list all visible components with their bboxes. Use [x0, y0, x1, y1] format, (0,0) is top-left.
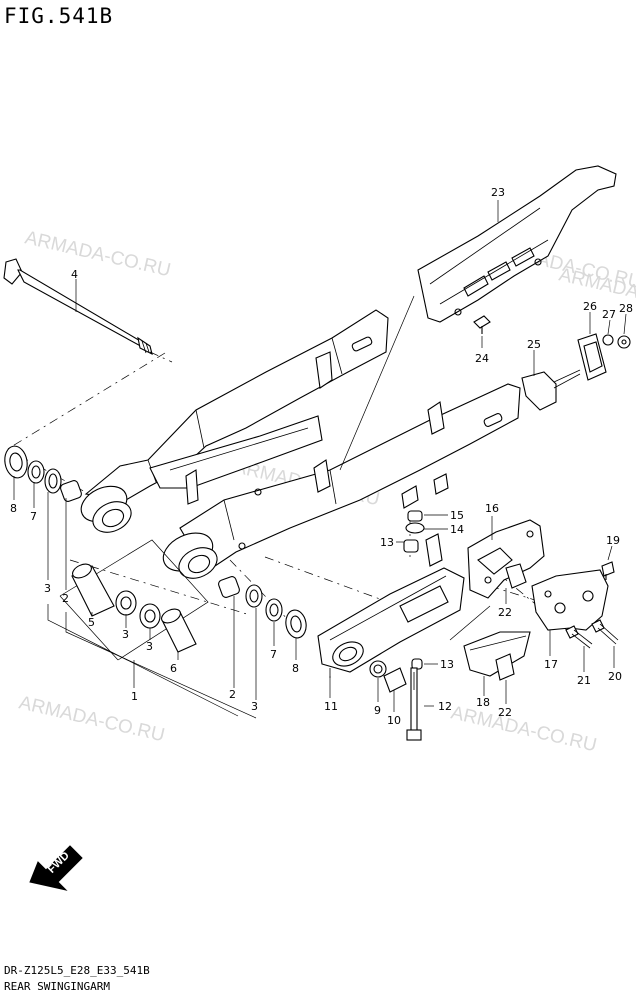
- callout-25: 25: [527, 338, 541, 351]
- callout-3: 3: [122, 628, 129, 641]
- callout-3: 3: [44, 582, 51, 595]
- chain-roller: [463, 631, 531, 681]
- watermark: ARMADA-CO.RU: [17, 692, 167, 746]
- callout-7: 7: [30, 510, 37, 523]
- callout-14: 14: [450, 523, 464, 536]
- figure-title: FIG.541B: [4, 4, 114, 28]
- callout-3: 3: [146, 640, 153, 653]
- swingarm: [80, 309, 521, 579]
- chain-guard: [417, 165, 617, 323]
- callout-26: 26: [583, 300, 597, 313]
- model-code: DR-Z125L5_E28_E33_541B: [4, 964, 150, 977]
- callout-12: 12: [438, 700, 452, 713]
- pivot-bearing-stack-right: [218, 576, 307, 639]
- chain-tensioner-bracket: [467, 519, 545, 599]
- pivot-bearing-stack-left: [4, 445, 82, 502]
- callout-17: 17: [544, 658, 558, 671]
- callout-27: 27: [602, 308, 616, 321]
- pivot-shaft: [3, 258, 173, 363]
- watermark: ARMADA-CO.RU: [449, 702, 599, 756]
- callout-24: 24: [475, 352, 489, 365]
- callout-19: 19: [606, 534, 620, 547]
- section-name: REAR SWINGINGARM: [4, 980, 110, 993]
- chain-buffer: [317, 567, 465, 678]
- callout-numbers: 4 8 7 3 2 5 3 3 6 1 2 3 7 8 11 9 10 12 1…: [10, 186, 633, 727]
- callout-22: 22: [498, 706, 512, 719]
- callout-22: 22: [498, 606, 512, 619]
- callout-4: 4: [71, 268, 78, 281]
- callout-7: 7: [270, 648, 277, 661]
- leader-lines: [13, 200, 627, 719]
- callout-23: 23: [491, 186, 505, 199]
- callout-9: 9: [374, 704, 381, 717]
- watermark: ARMADA-CO.RU: [23, 227, 173, 281]
- guide-block-assembly: [521, 333, 631, 411]
- bolt-and-nut: [369, 658, 423, 741]
- callout-6: 6: [170, 662, 177, 675]
- side-plate: [531, 569, 609, 631]
- guard-screw: [473, 315, 491, 334]
- callout-3: 3: [251, 700, 258, 713]
- callout-8: 8: [292, 662, 299, 675]
- callout-18: 18: [476, 696, 490, 709]
- forward-arrow-icon: FWD: [29, 845, 83, 891]
- callout-28: 28: [619, 302, 633, 315]
- callout-11: 11: [324, 700, 338, 713]
- bracket-bolts: [565, 561, 619, 649]
- callout-2: 2: [229, 688, 236, 701]
- callout-2: 2: [62, 592, 69, 605]
- callout-5: 5: [88, 616, 95, 629]
- callout-21: 21: [577, 674, 591, 687]
- callout-20: 20: [608, 670, 622, 683]
- callout-13: 13: [440, 658, 454, 671]
- callout-13: 13: [380, 536, 394, 549]
- callout-10: 10: [387, 714, 401, 727]
- callout-16: 16: [485, 502, 499, 515]
- callout-15: 15: [450, 509, 464, 522]
- callout-1: 1: [131, 690, 138, 703]
- callout-8: 8: [10, 502, 17, 515]
- sleeve-and-bearings: [71, 563, 197, 653]
- footer: DR-Z125L5_E28_E33_541B REAR SWINGINGARM: [4, 963, 150, 995]
- upper-fasteners: [403, 510, 443, 567]
